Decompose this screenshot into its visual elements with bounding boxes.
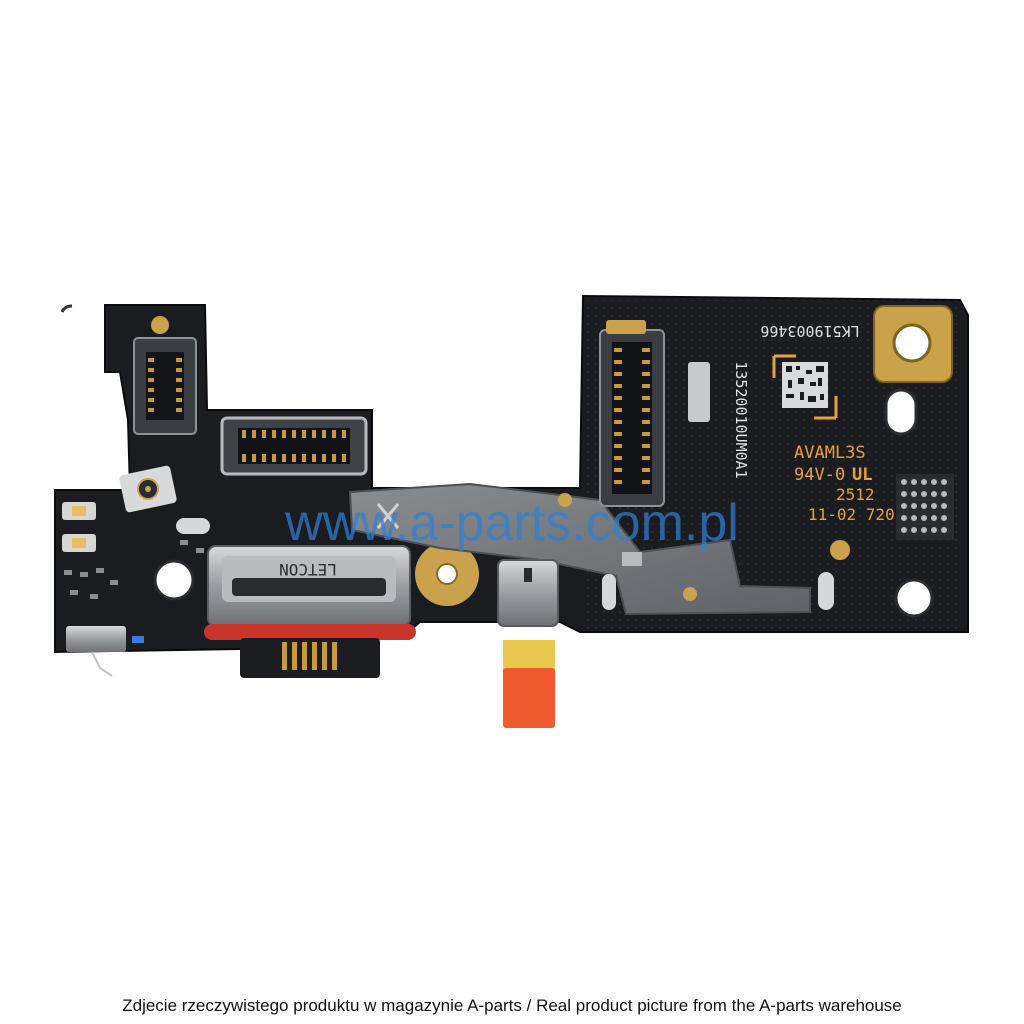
corner-marker bbox=[772, 354, 796, 378]
pcb-rating-label: AVAML3S bbox=[794, 443, 866, 463]
part-code-label: 13520010UM0A1 bbox=[732, 361, 750, 478]
small-ic-vertical bbox=[688, 362, 710, 422]
gold-test-pad bbox=[830, 540, 850, 560]
gold-test-pad bbox=[151, 316, 169, 334]
board-to-board-connector-vertical bbox=[599, 320, 665, 507]
capacitor-oval-right bbox=[818, 572, 834, 610]
mounting-hole-right bbox=[894, 578, 934, 618]
connector-brand-label: LETCON bbox=[279, 560, 337, 579]
small-ic bbox=[622, 552, 642, 566]
gold-mounting-washer bbox=[415, 542, 479, 606]
smd-components bbox=[64, 540, 204, 643]
oval-hole bbox=[884, 388, 918, 436]
usb-c-port: LETCON bbox=[204, 545, 416, 678]
bga-chip bbox=[896, 474, 954, 540]
watermark: www.a-parts.com.pl bbox=[284, 494, 739, 552]
antenna-coax-connector bbox=[119, 465, 177, 513]
photo-caption: Zdjecie rzeczywistego produktu w magazyn… bbox=[122, 996, 902, 1015]
flammability-label: 94V-0 bbox=[794, 465, 845, 485]
microphone-component bbox=[497, 559, 559, 627]
date-code-label: 11-02 720 bbox=[808, 505, 895, 524]
capacitor-oval-mid bbox=[602, 574, 616, 610]
serial-number-label: LK519003466 bbox=[760, 322, 859, 340]
ul-mark: UL bbox=[852, 465, 872, 485]
flex-cable-tab bbox=[503, 640, 555, 728]
board-to-board-connector-small bbox=[133, 337, 197, 435]
spring-contact bbox=[66, 626, 126, 677]
code-2512-label: 2512 bbox=[836, 485, 875, 504]
metal-shield bbox=[348, 482, 811, 616]
data-matrix-code bbox=[782, 362, 828, 408]
corner-marker bbox=[814, 396, 838, 420]
mounting-hole-left bbox=[153, 559, 195, 601]
led-components bbox=[62, 502, 96, 552]
board-to-board-connector-main bbox=[220, 416, 368, 476]
capacitor-oval bbox=[176, 518, 210, 534]
gold-ground-bracket bbox=[873, 305, 953, 383]
